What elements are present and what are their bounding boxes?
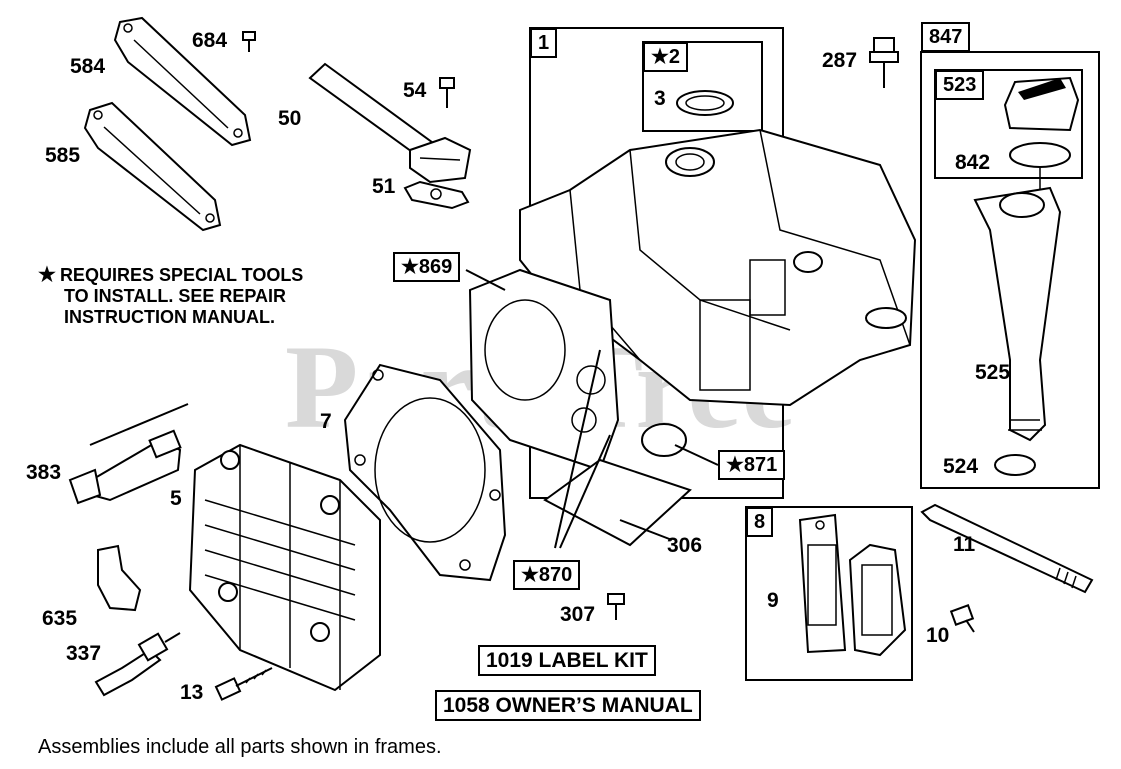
part-label-524: 524 (943, 455, 979, 478)
assemblies-footer: Assemblies include all parts shown in fr… (38, 736, 442, 758)
gasket-51-drawing (403, 180, 470, 210)
part-label-7: 7 (320, 410, 332, 433)
tube-11-drawing (920, 503, 1094, 594)
note-line-2: TO INSTALL. SEE REPAIR (64, 286, 287, 306)
part-label-306: 306 (667, 534, 703, 557)
star-icon: ★ (38, 264, 56, 286)
gasket-306-drawing (543, 458, 692, 547)
frame-847 (920, 51, 1100, 489)
screw-54-drawing (439, 77, 455, 108)
frame-523 (934, 69, 1083, 179)
part-label-13: 13 (180, 681, 204, 704)
frame-label-1: 1 (530, 28, 558, 58)
part-label-307: 307 (560, 603, 596, 626)
part-label-287: 287 (822, 49, 858, 72)
special-tools-note: ★REQUIRES SPECIAL TOOLS TO INSTALL. SEE … (38, 265, 303, 328)
owners-manual-box: 1058 OWNER’S MANUAL (435, 690, 701, 721)
part-label-337: 337 (66, 642, 102, 665)
callout-869: ★869 (393, 252, 461, 282)
dipstick-847-drawing (973, 76, 1080, 476)
cylinder-head-drawing (188, 443, 381, 692)
part-label-525: 525 (975, 361, 1011, 384)
frame-2 (642, 41, 763, 132)
note-line-1: ★REQUIRES SPECIAL TOOLS (38, 264, 304, 286)
part-label-3: 3 (654, 87, 666, 110)
gasket-584-drawing (113, 16, 252, 147)
part-label-842: 842 (955, 151, 991, 174)
screw-10-drawing (949, 604, 975, 633)
gasket-585-drawing (83, 101, 222, 232)
part-label-50: 50 (278, 107, 302, 130)
screw-684-drawing (242, 31, 256, 52)
part-label-584: 584 (70, 55, 106, 78)
part-label-5: 5 (170, 487, 182, 510)
screw-287-drawing (869, 37, 899, 88)
callout-870: ★870 (513, 560, 581, 590)
part-label-10: 10 (926, 624, 950, 647)
label-kit-box: 1019 LABEL KIT (478, 645, 656, 676)
tool-383-drawing (68, 403, 189, 505)
frame-label-2: ★2 (643, 42, 689, 72)
frame-label-523: 523 (935, 70, 985, 100)
part-label-54: 54 (403, 79, 427, 102)
gasket-7-drawing (343, 363, 507, 582)
breather-cover-drawing (848, 543, 907, 657)
spark-plug-337-drawing (94, 632, 181, 697)
frame-8 (745, 506, 913, 681)
part-label-383: 383 (26, 461, 62, 484)
gasket-869-drawing (468, 268, 620, 472)
part-label-9: 9 (767, 589, 779, 612)
bolt-13-drawing (214, 667, 273, 701)
frame-label-847: 847 (921, 22, 971, 52)
seal-3-drawing (676, 90, 734, 116)
breather-9-drawing (798, 513, 847, 654)
part-label-635: 635 (42, 607, 78, 630)
frame-label-8: 8 (746, 507, 774, 537)
part-label-585: 585 (45, 144, 81, 167)
part-label-684: 684 (192, 29, 228, 52)
callout-871: ★871 (718, 450, 786, 480)
part-label-51: 51 (372, 175, 396, 198)
note-line-3: INSTRUCTION MANUAL. (64, 307, 275, 327)
part-label-11: 11 (953, 533, 976, 556)
tube-50-drawing (308, 62, 472, 184)
screw-307-drawing (607, 593, 625, 620)
boot-635-drawing (97, 544, 142, 612)
